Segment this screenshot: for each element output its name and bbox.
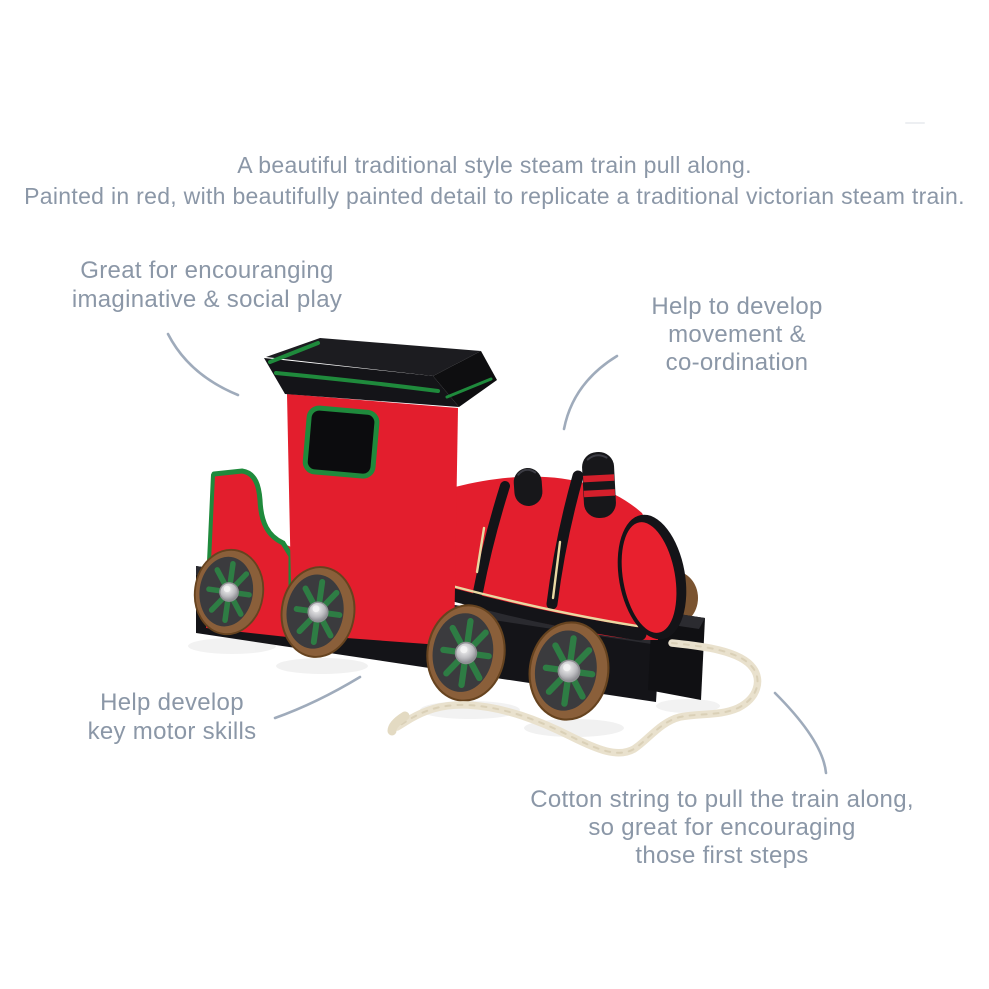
boiler-bottom-band	[443, 587, 647, 641]
gold-line-1	[475, 526, 486, 574]
pull-string	[387, 639, 762, 757]
funnel-stripe-2	[583, 489, 616, 498]
callout-arc-movement	[562, 354, 619, 431]
header-line-2: Painted in red, with beautifully painted…	[24, 183, 965, 209]
callout-arc-imaginative	[166, 332, 240, 397]
cab-window	[302, 405, 380, 479]
faint-card-edge	[905, 122, 925, 124]
callout-movement-coordination: Help to develop movement & co-ordination	[587, 293, 887, 377]
gold-line-2	[551, 540, 562, 600]
callout-movement-line-1: Help to develop	[651, 293, 823, 320]
callout-imaginative-line-2: imaginative & social play	[71, 286, 343, 313]
steam-dome	[513, 468, 543, 506]
roof-trim-right	[445, 377, 493, 399]
callout-motor-line-2: key motor skills	[87, 718, 257, 745]
gold-line-bottom	[450, 584, 639, 628]
callout-string-line-1: Cotton string to pull the train along,	[530, 786, 914, 813]
roof-trim-left	[268, 341, 320, 364]
callout-arc-motor	[273, 675, 362, 720]
callout-movement-line-2: movement &	[668, 321, 806, 348]
train-toy	[189, 338, 762, 757]
header-description: A beautiful traditional style steam trai…	[0, 150, 989, 212]
callout-string-line-3: those first steps	[635, 842, 809, 869]
callout-cotton-string: Cotton string to pull the train along, s…	[512, 786, 932, 870]
callout-imaginative-line-1: Great for encouranging	[80, 257, 334, 284]
callout-imaginative-play: Great for encouranging imaginative & soc…	[47, 256, 367, 314]
callout-movement-line-3: co-ordination	[665, 349, 809, 376]
train-boiler	[443, 470, 687, 641]
string-knot	[387, 711, 410, 736]
boiler-band-1	[473, 481, 510, 597]
boiler-front-face	[617, 514, 687, 640]
roof-trim-front	[274, 371, 440, 393]
header-line-1: A beautiful traditional style steam trai…	[237, 152, 752, 178]
callout-motor-skills: Help develop key motor skills	[22, 688, 322, 746]
callout-string-line-2: so great for encouraging	[588, 814, 856, 841]
callout-motor-line-1: Help develop	[100, 689, 244, 716]
cab-roof	[264, 338, 497, 407]
callout-arc-string	[773, 691, 828, 775]
funnel	[582, 451, 616, 519]
funnel-stripe-1	[582, 474, 615, 483]
